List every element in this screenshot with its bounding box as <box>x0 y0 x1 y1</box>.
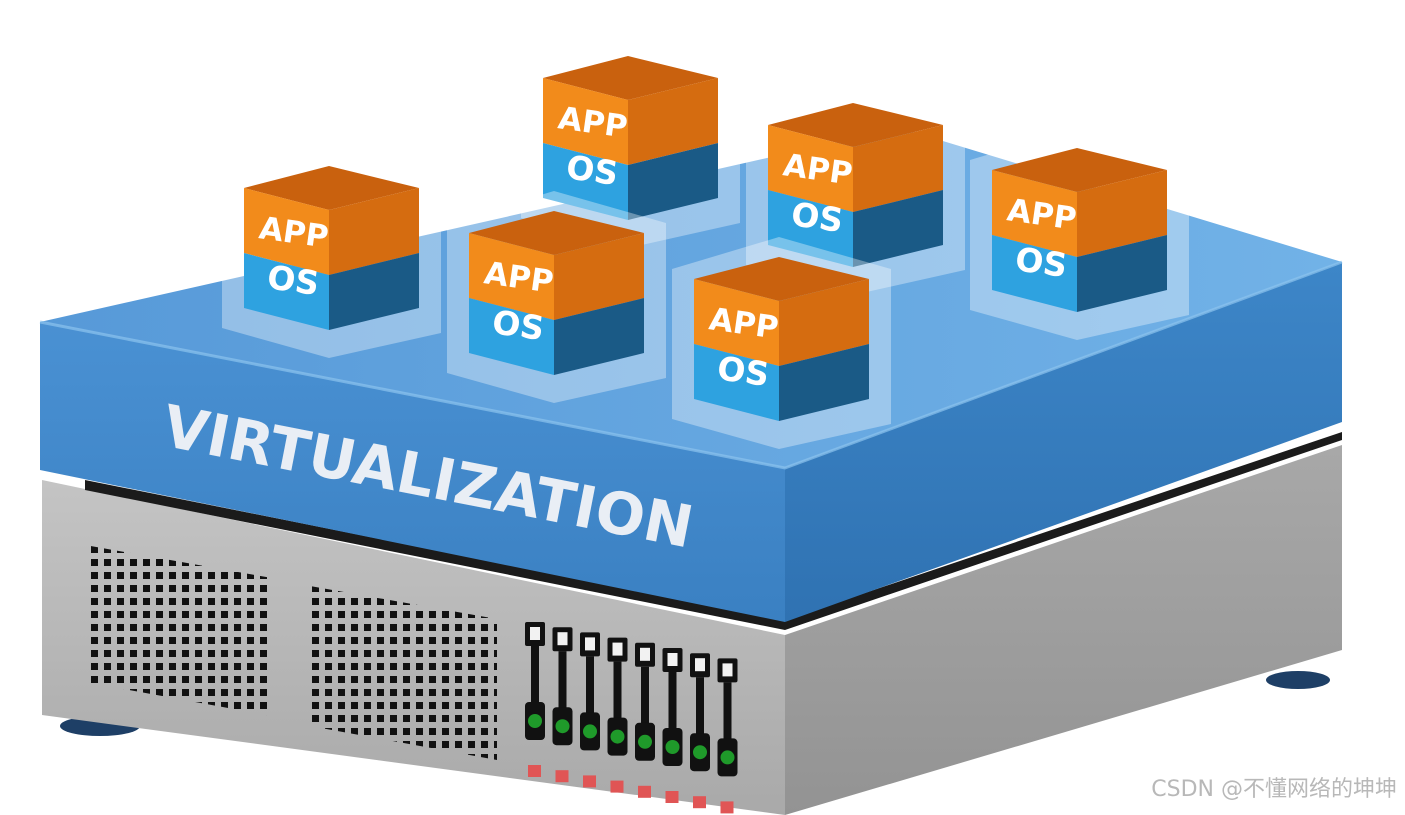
drive-bay-slot <box>723 682 732 769</box>
app-layer-front <box>768 125 853 212</box>
server-foot-right <box>1266 671 1330 689</box>
app-layer-front <box>244 188 329 275</box>
vent-grille-middle <box>310 586 497 760</box>
drive-bay <box>635 642 655 798</box>
drive-bay-label <box>640 647 650 661</box>
app-layer-side <box>779 279 869 366</box>
app-layer-front <box>469 233 554 320</box>
app-layer-side <box>1077 170 1167 257</box>
os-label: OS <box>715 348 772 394</box>
app-layer-front <box>992 170 1077 257</box>
app-box-top <box>768 103 943 147</box>
virtualization-edge-highlight <box>39 260 1343 470</box>
drive-bay-slot <box>531 646 539 732</box>
os-label: OS <box>1013 239 1070 285</box>
watermark: CSDN @不懂网络的坤坤 <box>1151 777 1397 802</box>
drive-led <box>665 740 680 754</box>
drive-bay-label <box>612 642 623 656</box>
drive-bay <box>717 658 738 814</box>
drive-bay <box>690 653 710 809</box>
drive-bay <box>662 648 683 803</box>
drive-led <box>555 719 570 734</box>
os-layer-front <box>992 235 1077 312</box>
drive-indicator <box>693 796 706 809</box>
app-box-top <box>543 56 718 100</box>
drive-indicator <box>610 780 624 793</box>
os-layer-front <box>244 253 329 330</box>
drive-led <box>693 745 707 760</box>
drive-bay-slot <box>586 656 594 743</box>
drive-led <box>610 729 625 744</box>
drive-indicator <box>555 770 569 783</box>
drive-bay <box>580 632 600 788</box>
virtualization-right-face <box>785 262 1342 622</box>
os-layer-front <box>694 344 779 421</box>
os-layer-side <box>1077 235 1167 312</box>
app-layer-side <box>329 188 419 275</box>
os-layer-side <box>853 190 943 267</box>
drive-bay-label <box>722 663 733 677</box>
drive-led <box>720 750 735 765</box>
app-layer-side <box>853 125 943 212</box>
app-box-top <box>469 211 644 255</box>
app-layer-side <box>628 78 718 165</box>
drive-bay-slot <box>668 672 677 758</box>
app-box-top <box>992 148 1167 192</box>
os-label: OS <box>564 147 621 193</box>
app-layer-front <box>543 78 628 165</box>
drive-bay-label <box>667 653 678 666</box>
drive-bay-label <box>585 637 595 651</box>
os-layer-side <box>779 344 869 421</box>
os-layer-front <box>543 143 628 220</box>
app-box-top <box>244 166 419 210</box>
drive-bay <box>552 627 573 783</box>
drive-led <box>583 724 597 739</box>
server-right-face <box>785 445 1342 815</box>
os-label: OS <box>265 257 322 303</box>
os-layer-side <box>554 298 644 375</box>
virtualization-front-face <box>40 322 785 622</box>
drive-indicator <box>528 765 541 777</box>
drive-indicator <box>638 785 651 798</box>
drive-indicator <box>665 791 679 803</box>
os-layer-front <box>469 298 554 375</box>
app-layer-side <box>554 233 644 320</box>
server-chassis <box>42 432 1342 815</box>
drive-led <box>638 734 652 749</box>
drive-bay-label <box>695 658 705 672</box>
os-layer-front <box>768 190 853 267</box>
drive-indicator <box>583 775 596 788</box>
os-label: OS <box>490 302 547 348</box>
drive-bay-slot <box>613 661 622 748</box>
app-box-top <box>694 257 869 301</box>
server-top-seam <box>85 432 1342 630</box>
drive-bay <box>607 637 628 793</box>
drive-bay-slot <box>558 651 567 738</box>
drive-bay <box>525 622 545 777</box>
os-layer-side <box>329 253 419 330</box>
os-layer-side <box>628 143 718 220</box>
vent-grille-left <box>85 545 272 716</box>
drive-bay-slot <box>641 666 649 753</box>
os-label: OS <box>789 194 846 240</box>
drive-bay-label <box>530 627 540 640</box>
drive-bay-slot <box>696 677 704 764</box>
drive-bay-label <box>557 632 568 646</box>
drive-indicator <box>720 801 734 814</box>
drive-bays <box>525 622 738 814</box>
app-layer-front <box>694 279 779 366</box>
drive-led <box>528 714 542 728</box>
